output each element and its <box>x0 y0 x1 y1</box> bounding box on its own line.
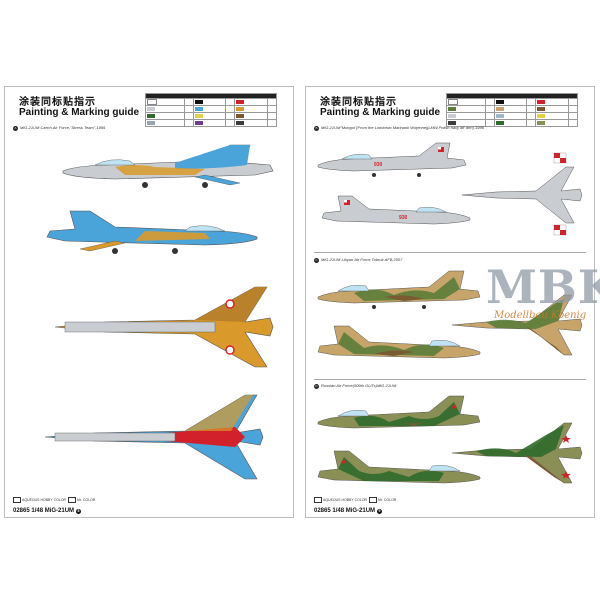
mr-color-legend-swatch <box>68 497 77 503</box>
paint-legend: AQUEOUS HOBBY COLOR Mr. COLOR <box>13 497 95 503</box>
scheme-b-top-view <box>461 152 583 236</box>
aqueous-legend-swatch <box>13 497 21 503</box>
section-divider <box>314 252 586 253</box>
paint-legend: AQUEOUS HOBBY COLOR Mr. COLOR <box>314 497 396 503</box>
scheme-b-side-view-left: 930 <box>317 142 467 177</box>
aqueous-legend-swatch <box>314 497 322 503</box>
page-title: Painting & Marking guide <box>19 107 140 118</box>
scheme-d-caption-text: Russian Air Force(509th GLITs)MiG-21UM <box>321 383 397 388</box>
scheme-a-bottom-view <box>44 394 264 480</box>
page-title-chinese: 涂装同标贴指示 <box>19 97 96 108</box>
scheme-a-side-view-left <box>62 144 274 188</box>
page-number: 8 <box>76 509 82 514</box>
scheme-a-side-view-right <box>46 210 258 254</box>
watermark-sub-text: Modellbau Koenig <box>494 310 587 321</box>
color-reference-table <box>145 93 277 127</box>
svg-text:930: 930 <box>399 215 408 221</box>
scheme-d-side-view-left <box>317 395 481 429</box>
scheme-c-badge: C <box>314 258 319 263</box>
scheme-c-top-view <box>451 294 583 356</box>
scheme-c-caption-text: MiG-21UM Libyan Air Force,Tobruk AFB,200… <box>321 257 403 262</box>
scheme-c-side-view-right <box>317 325 481 359</box>
store-watermark-logo: MBK Modellbau Koenig <box>486 260 600 330</box>
scheme-b-badge: B <box>314 126 319 131</box>
mr-color-legend-label: Mr. COLOR <box>77 497 96 502</box>
scheme-b-side-view-right: 930 <box>321 195 471 225</box>
mr-color-legend-swatch <box>369 497 378 503</box>
scheme-c-side-view-left <box>317 270 481 309</box>
kit-code-text: 02865 1/48 MiG-21UM <box>314 508 376 514</box>
aqueous-legend-label: AQUEOUS HOBBY COLOR <box>323 497 368 502</box>
scheme-a-caption-text: MiG-21UM Czech Air Force,"Stress Team",1… <box>20 125 106 130</box>
svg-text:930: 930 <box>374 162 383 168</box>
page-number: 9 <box>377 509 383 514</box>
scheme-d-badge: D <box>314 384 319 389</box>
section-divider <box>314 379 586 380</box>
mr-color-legend-label: Mr. COLOR <box>378 497 397 502</box>
scheme-d-side-view-right <box>317 450 481 484</box>
kit-code-text: 02865 1/48 MiG-21UM <box>13 508 75 514</box>
aqueous-legend-label: AQUEOUS HOBBY COLOR <box>22 497 67 502</box>
watermark-main-text: MBK <box>486 260 600 314</box>
color-reference-table <box>446 93 578 127</box>
page-title-chinese: 涂装同标贴指示 <box>320 97 397 108</box>
scheme-a-top-view <box>54 286 274 368</box>
scheme-a-badge: A <box>13 126 18 131</box>
page-title: Painting & Marking guide <box>320 107 441 118</box>
scheme-b-caption-text: MiG-21UM"Mongol"(From the Lotnictwo Mari… <box>321 125 484 130</box>
scheme-d-top-view <box>451 422 583 484</box>
